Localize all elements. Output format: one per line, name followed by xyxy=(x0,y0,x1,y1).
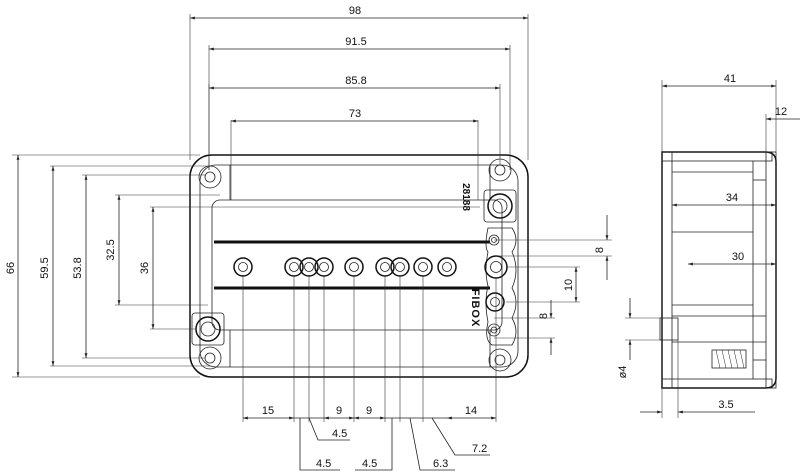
dim-98: 98 xyxy=(349,5,361,17)
part-number-label: 28188 xyxy=(460,183,471,211)
enclosure-outline xyxy=(189,154,529,378)
lid-inner-outline xyxy=(199,164,519,368)
hole-row xyxy=(233,257,457,277)
dim-9-b: 9 xyxy=(366,405,372,417)
dim-15: 15 xyxy=(262,405,274,417)
side-dimensions: 41 12 34 30 ø4 3.5 xyxy=(617,73,800,418)
dim-dia-4: ø4 xyxy=(617,366,629,379)
dim-36: 36 xyxy=(139,262,151,274)
side-view xyxy=(659,151,777,389)
dim-10: 10 xyxy=(563,279,575,291)
dim-85-8: 85.8 xyxy=(345,75,366,87)
dim-4-5-c: 4.5 xyxy=(362,458,377,470)
dim-14: 14 xyxy=(465,405,477,417)
side-screw xyxy=(711,349,747,369)
dim-66: 66 xyxy=(5,262,17,274)
dim-7-2: 7.2 xyxy=(472,443,487,455)
dim-73: 73 xyxy=(349,108,361,120)
dim-4-5-a: 4.5 xyxy=(332,428,347,440)
side-shell xyxy=(661,151,777,389)
dim-30: 30 xyxy=(732,251,744,263)
dim-59-5: 59.5 xyxy=(39,257,51,278)
dim-4-5-b: 4.5 xyxy=(316,458,331,470)
dim-6-3: 6.3 xyxy=(433,458,448,470)
corner-hole-bottom-right xyxy=(488,348,512,372)
corner-hole-top-left xyxy=(198,165,222,189)
dim-41: 41 xyxy=(724,73,736,85)
dim-3-5: 3.5 xyxy=(718,399,733,411)
dim-12: 12 xyxy=(775,106,787,118)
front-dimensions: 98 91.5 85.8 73 66 59.5 53.8 32.5 36 xyxy=(5,5,612,471)
dim-91-5: 91.5 xyxy=(345,36,366,48)
cover-panel xyxy=(211,199,503,331)
dim-8-upper: 8 xyxy=(594,247,606,253)
front-view: 28188 FIBOX xyxy=(189,154,529,378)
side-mounting-hole xyxy=(659,317,679,341)
brand-label: FIBOX xyxy=(469,289,481,328)
dim-34: 34 xyxy=(726,192,738,204)
dim-8-lower: 8 xyxy=(538,313,550,319)
dim-53-8: 53.8 xyxy=(72,257,84,278)
mounting-boss-lower-left xyxy=(191,312,225,346)
dim-32-5: 32.5 xyxy=(105,239,117,260)
dim-9-a: 9 xyxy=(336,405,342,417)
mounting-boss-upper-right xyxy=(483,189,517,223)
